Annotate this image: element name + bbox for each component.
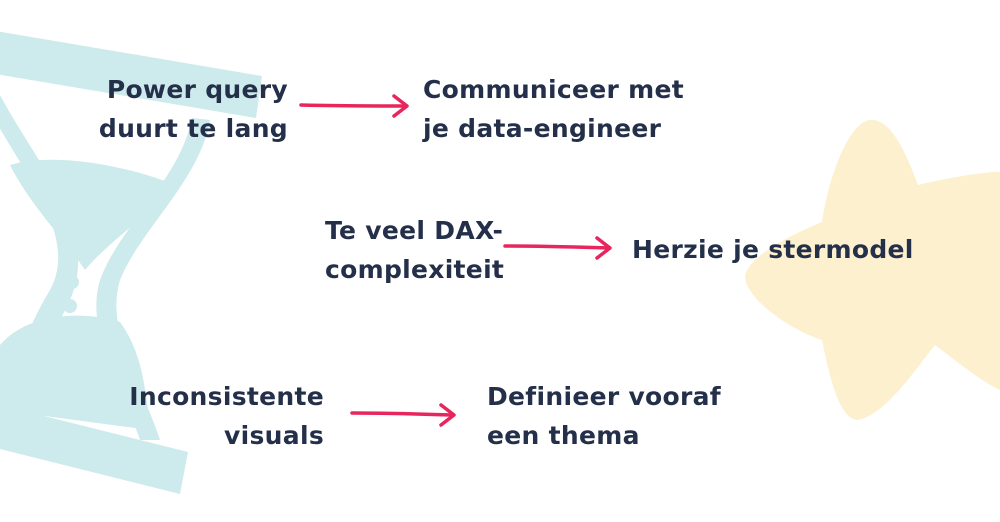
problem-2-line-2: complexiteit (325, 255, 505, 284)
solution-text-3: Definieer vooraf een thema (487, 377, 721, 455)
hourglass-icon (0, 31, 262, 494)
star-icon (745, 119, 1000, 420)
problem-2-line-1: Te veel DAX- (325, 216, 504, 245)
arrow-row-2 (503, 236, 612, 260)
solution-3-line-2: een thema (487, 421, 640, 450)
solution-3-line-1: Definieer vooraf (487, 382, 721, 411)
solution-2-line-1: Herzie je stermodel (632, 235, 914, 264)
problem-text-2: Te veel DAX- complexiteit (325, 211, 504, 289)
arrow-row-1 (299, 94, 409, 118)
problem-1-line-1: Power query (106, 75, 288, 104)
solution-text-2: Herzie je stermodel (632, 230, 914, 269)
problem-3-line-1: Inconsistente (129, 382, 324, 411)
solution-1-line-1: Communiceer met (423, 75, 685, 104)
problem-text-1: Power query duurt te lang (99, 70, 288, 148)
arrow-row-3 (350, 403, 456, 427)
solution-text-1: Communiceer met je data-engineer (423, 70, 684, 148)
problem-1-line-2: duurt te lang (98, 114, 288, 143)
problem-text-3: Inconsistente visuals (129, 377, 324, 455)
solution-1-line-2: je data-engineer (423, 114, 662, 143)
problem-3-line-2: visuals (224, 421, 324, 450)
